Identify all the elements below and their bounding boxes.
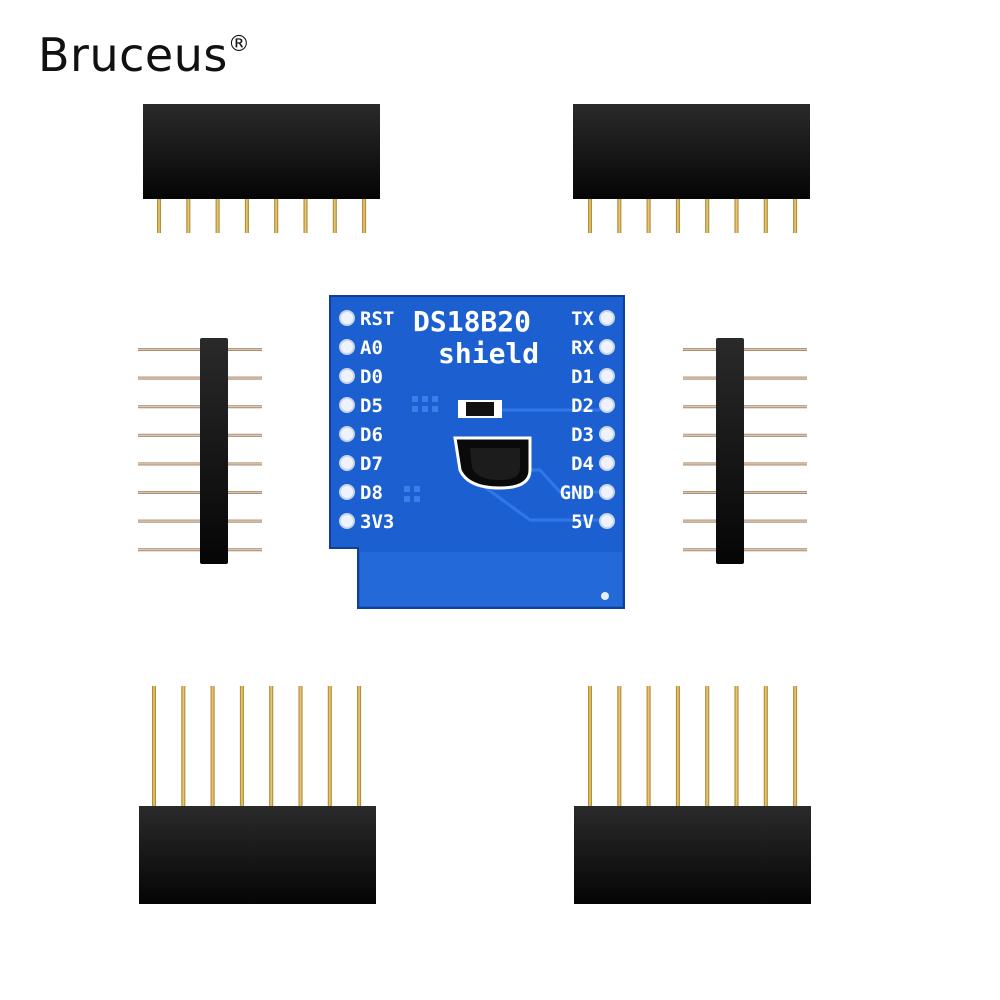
left-pin-label: D6 (360, 424, 383, 446)
header-pin (181, 686, 186, 808)
board-subtitle: shield (438, 337, 539, 370)
male-header-pin (683, 405, 807, 409)
pin-pad (599, 455, 615, 471)
female-header-top-left (143, 104, 380, 233)
header-pin (705, 199, 710, 233)
left-pin-label: D5 (360, 395, 383, 417)
header-pin (215, 199, 220, 233)
left-pin-label: RST (360, 308, 394, 330)
header-pin (646, 686, 651, 808)
female-header-bottom-right (574, 686, 811, 904)
male-header-left (138, 338, 262, 564)
male-header-pin (683, 519, 807, 523)
header-pin (588, 686, 592, 808)
header-pin (298, 686, 303, 808)
header-pin (210, 686, 215, 808)
pin-pad (339, 368, 355, 384)
header-pin (617, 199, 622, 233)
pin-pad (339, 339, 355, 355)
registered-mark: ® (227, 32, 251, 57)
pin-pad (339, 310, 355, 326)
pin-pad (599, 310, 615, 326)
pin-pad (599, 484, 615, 500)
male-header-pin (683, 376, 807, 380)
ds18b20-sensor (453, 436, 532, 490)
header-pin (617, 686, 622, 808)
header-pin (332, 199, 337, 233)
male-header-pin (683, 548, 807, 552)
pin-pad (339, 455, 355, 471)
header-pin (244, 199, 249, 233)
pin-pad (339, 426, 355, 442)
pin-pad (599, 339, 615, 355)
smd-resistor (458, 400, 502, 418)
header-pin (646, 199, 651, 233)
right-pin-label: D2 (571, 395, 594, 417)
header-pin (362, 199, 367, 233)
header-pin (274, 199, 279, 233)
header-pin (303, 199, 308, 233)
header-pin (239, 686, 244, 808)
right-pin-label: D3 (571, 424, 594, 446)
right-pin-label: GND (560, 482, 594, 504)
left-pin-label: D7 (360, 453, 383, 475)
brand-logo: Bruceus® (38, 28, 250, 82)
header-pin (357, 686, 362, 808)
header-pin (734, 686, 739, 808)
right-pin-label: 5V (571, 511, 594, 533)
header-pin (157, 199, 161, 233)
pin-pad (599, 397, 615, 413)
header-pin (763, 686, 768, 808)
board-title: DS18B20 (413, 305, 531, 338)
header-pin (793, 199, 798, 233)
female-header-top-right (573, 104, 810, 233)
header-pin (269, 686, 274, 808)
male-header-pin (683, 433, 807, 437)
header-pin (734, 199, 739, 233)
male-header-pin (683, 462, 807, 466)
pin-pad (599, 426, 615, 442)
header-pin (152, 686, 156, 808)
male-header-pin (683, 348, 807, 351)
header-pin (705, 686, 710, 808)
pin-pad (339, 397, 355, 413)
pin-pad (599, 368, 615, 384)
right-pin-label: D4 (571, 453, 594, 475)
pin-pad (339, 513, 355, 529)
female-header-bottom-left (139, 686, 376, 904)
header-pin (186, 199, 191, 233)
header-pin (588, 199, 592, 233)
header-pin (675, 199, 680, 233)
header-pin (675, 686, 680, 808)
header-pin (793, 686, 798, 808)
right-pin-label: D1 (571, 366, 594, 388)
right-pin-label: RX (571, 337, 594, 359)
pin-pad (599, 513, 615, 529)
left-pin-label: D8 (360, 482, 383, 504)
right-pin-label: TX (571, 308, 594, 330)
left-pin-label: 3V3 (360, 511, 394, 533)
brand-name: Bruceus (38, 28, 228, 82)
male-header-right (683, 338, 807, 564)
pin-pad (339, 484, 355, 500)
left-pin-label: A0 (360, 337, 383, 359)
header-pin (763, 199, 768, 233)
male-header-pin (683, 491, 807, 494)
header-pin (327, 686, 332, 808)
left-pin-label: D0 (360, 366, 383, 388)
